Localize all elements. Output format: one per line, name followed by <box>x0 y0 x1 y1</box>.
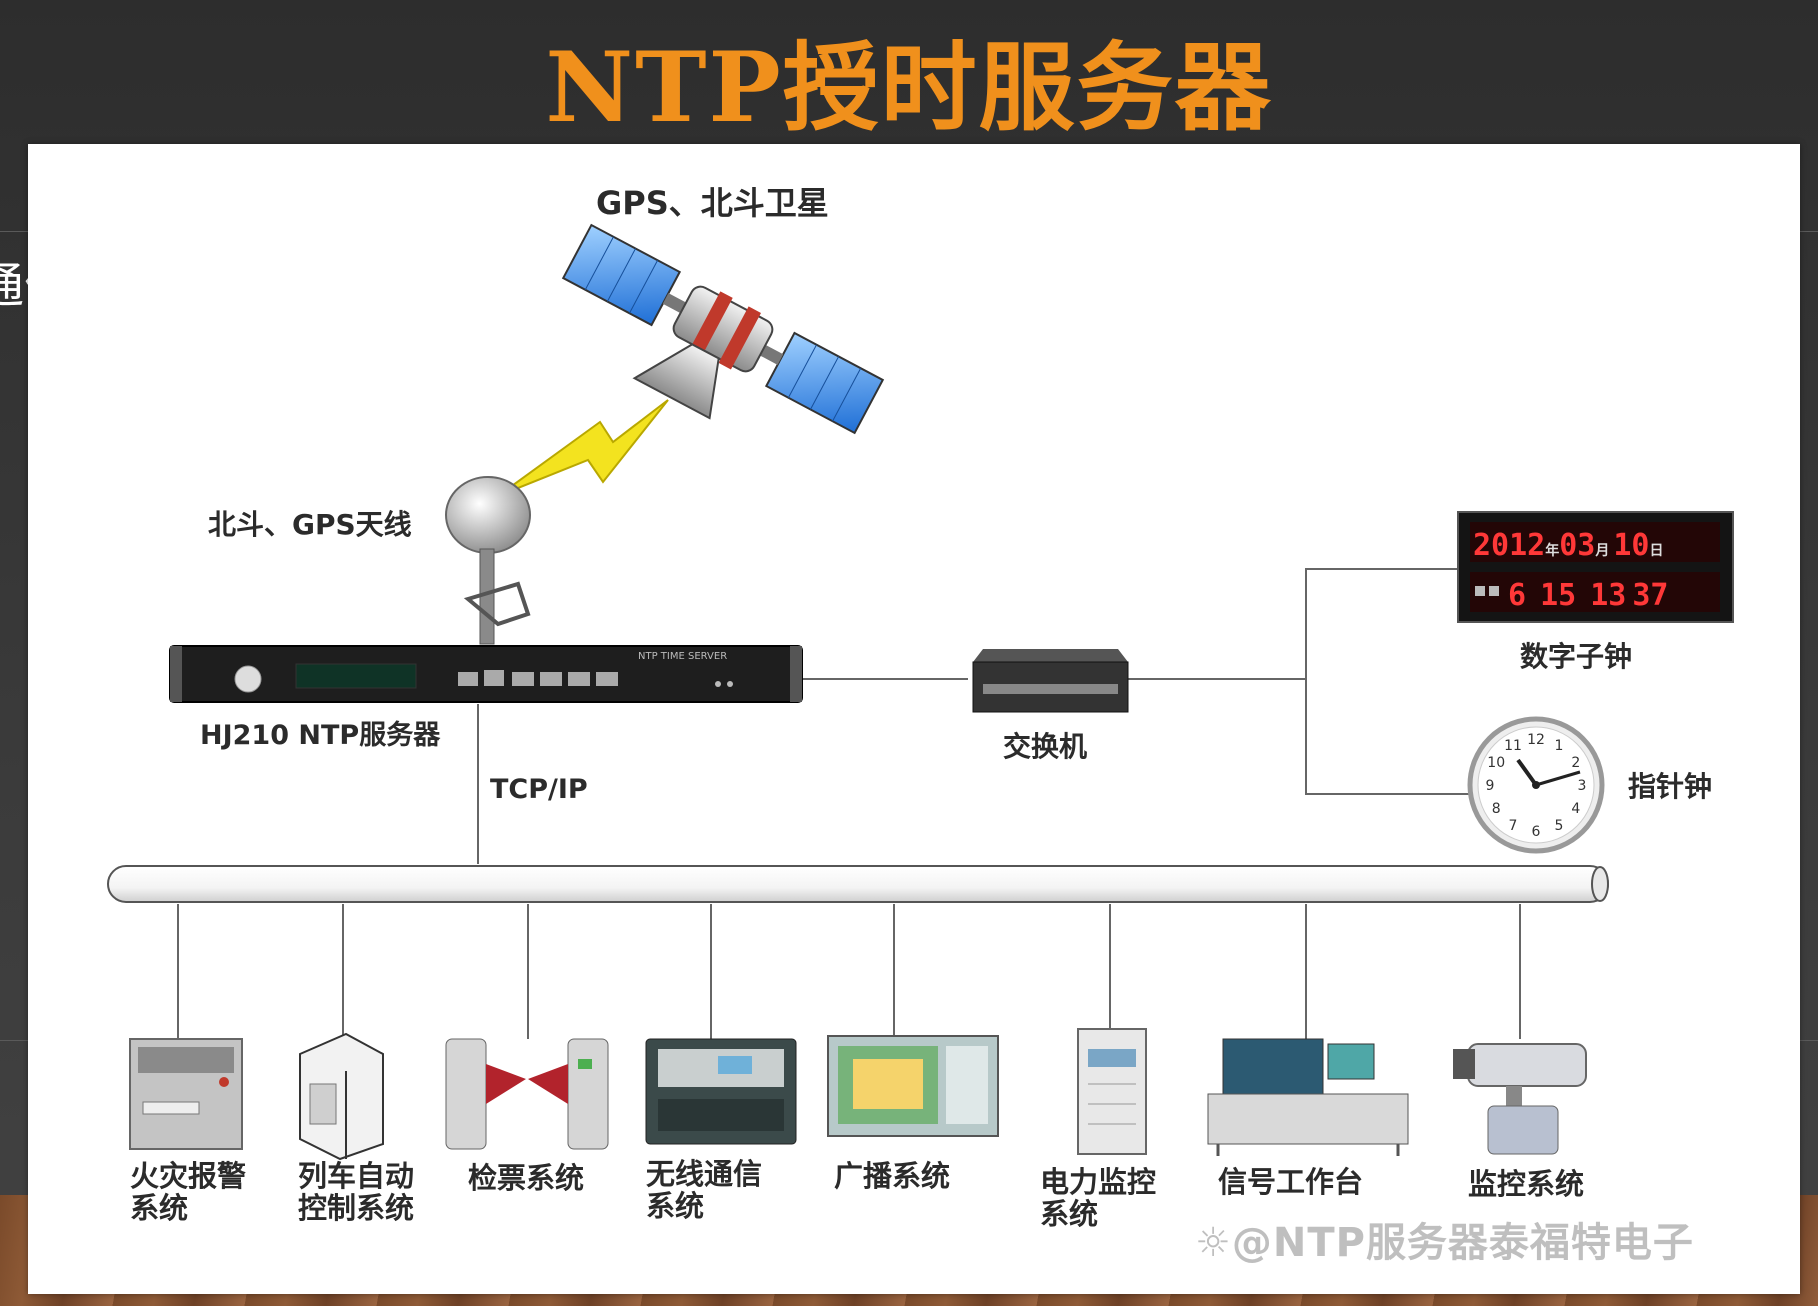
switch-icon <box>972 649 1129 713</box>
clock-numeral: 1 <box>1555 738 1564 754</box>
switch-label: 交换机 <box>1003 730 1087 763</box>
clock-numeral: 8 <box>1492 801 1501 817</box>
clock-hour: 15 <box>1540 578 1576 613</box>
watermark: ☼@NTP服务器泰福特电子 <box>1195 1220 1694 1266</box>
clock-minute: 13 <box>1590 578 1626 613</box>
clock-numeral: 11 <box>1504 738 1522 754</box>
clock-numeral: 2 <box>1571 755 1580 771</box>
clock-year: 2012 <box>1473 528 1545 563</box>
surveillance-camera-icon <box>1453 1043 1587 1155</box>
system-label-radio-1: 无线通信 <box>646 1157 762 1191</box>
lightning-signal-icon <box>497 399 669 497</box>
protocol-label: TCP/IP <box>490 774 588 805</box>
satellite-label: GPS、北斗卫星 <box>596 184 829 222</box>
broadcast-system-icon <box>827 1035 999 1137</box>
clock-day-unit: 日 <box>1650 543 1664 559</box>
satellite-icon <box>561 223 885 435</box>
antenna-label: 北斗、GPS天线 <box>208 508 412 541</box>
system-label-surveillance: 监控系统 <box>1468 1167 1584 1201</box>
clock-numeral: 9 <box>1486 778 1495 794</box>
system-label-ticket-gate: 检票系统 <box>468 1161 584 1195</box>
system-label-radio-2: 系统 <box>646 1189 704 1223</box>
system-label-signal-workstation: 信号工作台 <box>1218 1165 1363 1199</box>
system-label-power-2: 系统 <box>1040 1197 1098 1231</box>
train-control-icon <box>299 1032 384 1161</box>
system-label-power-1: 电力监控 <box>1040 1165 1156 1199</box>
digital-clock-label: 数字子钟 <box>1520 640 1632 673</box>
clock-numeral: 4 <box>1571 801 1580 817</box>
slide-title: NTP授时服务器 <box>545 31 1273 144</box>
clock-month-unit: 月 <box>1594 543 1609 559</box>
clock-day: 10 <box>1613 528 1649 563</box>
clock-numeral: 10 <box>1487 755 1505 771</box>
ntp-diagram: GPS、北斗卫星 北斗、GPS天线 <box>107 184 1734 1231</box>
clock-numeral: 3 <box>1578 778 1587 794</box>
network-bus <box>107 865 1609 903</box>
power-monitoring-icon <box>1077 1028 1147 1155</box>
analog-clock-label: 指针钟 <box>1628 770 1712 803</box>
clock-numeral: 12 <box>1527 732 1545 748</box>
system-label-train-control-1: 列车自动 <box>298 1159 414 1193</box>
radio-communication-icon <box>645 1038 797 1145</box>
antenna-icon <box>445 476 531 645</box>
system-label-broadcast: 广播系统 <box>834 1159 950 1193</box>
clock-weekday: 6 <box>1508 578 1526 613</box>
system-label-fire-alarm-2: 系统 <box>130 1191 188 1225</box>
edge-clipped-text: 通信 <box>0 258 28 314</box>
ntp-server-icon: NTP TIME SERVER <box>169 645 803 703</box>
subsystem-labels: 火灾报警 系统 列车自动 控制系统 检票系统 无线通信 系统 广播系统 电力监控… <box>130 1157 1584 1231</box>
diagram-panel: GPS、北斗卫星 北斗、GPS天线 <box>28 144 1800 1294</box>
clock-numeral: 7 <box>1509 818 1518 834</box>
clock-month: 03 <box>1559 528 1595 563</box>
system-label-train-control-2: 控制系统 <box>298 1191 414 1225</box>
ticket-gate-icon <box>445 1038 609 1150</box>
clock-second: 37 <box>1632 578 1668 613</box>
fire-alarm-icon <box>129 1038 243 1150</box>
connection-lines <box>177 568 1521 1039</box>
server-panel-text: NTP TIME SERVER <box>638 651 727 662</box>
clock-year-unit: 年 <box>1545 542 1559 559</box>
clock-numeral: 5 <box>1555 818 1564 834</box>
clock-numeral: 6 <box>1532 824 1541 840</box>
signal-workstation-icon <box>1207 1038 1409 1156</box>
system-label-fire-alarm-1: 火灾报警 <box>130 1159 246 1193</box>
server-label: HJ210 NTP服务器 <box>200 720 441 751</box>
